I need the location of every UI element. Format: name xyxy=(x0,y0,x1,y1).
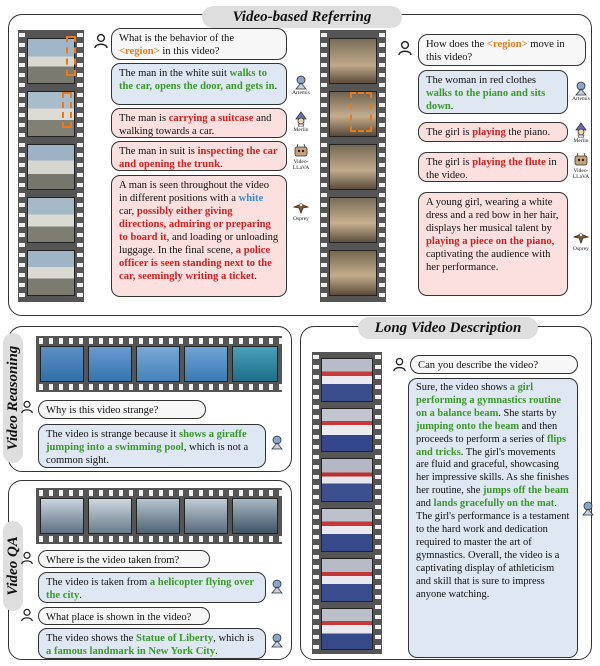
region-box xyxy=(62,92,72,128)
left-question-bubble: What is the behavior of the <region> in … xyxy=(111,28,287,60)
qa-title: Video QA xyxy=(3,521,23,611)
osprey-bird-icon: Osprey xyxy=(568,230,594,252)
user-icon xyxy=(21,551,33,565)
region-box xyxy=(350,92,372,132)
merlin-avatar-icon: Merlin xyxy=(568,122,594,144)
reasoning-title: Video Reasoning xyxy=(3,333,23,463)
long-description-title: Long Video Description xyxy=(358,317,538,339)
user-icon xyxy=(94,33,108,49)
right-merlin-answer: The girl is playing the piano. xyxy=(418,122,568,142)
long-film-strip xyxy=(312,352,382,654)
left-film-strip xyxy=(18,30,84,302)
left-videollava-answer: The man in suit is inspecting the car an… xyxy=(111,141,287,171)
referring-title: Video-based Referring xyxy=(202,6,402,28)
region-box xyxy=(66,36,76,76)
right-artemis-answer: The woman in red clothes walks to the pi… xyxy=(418,70,568,114)
artemis-avatar-icon xyxy=(267,632,287,648)
artemis-avatar-icon: Artemis xyxy=(568,80,594,102)
reasoning-answer-bubble: The video is strange because it shows a … xyxy=(38,424,266,468)
artemis-avatar-icon xyxy=(578,500,598,516)
qa-film-strip xyxy=(36,488,282,544)
long-answer-bubble: Sure, the video shows a girl performing … xyxy=(408,378,578,658)
osprey-bird-icon: Osprey xyxy=(288,200,314,222)
left-osprey-answer: A man is seen throughout the video in di… xyxy=(111,175,287,297)
qa-answer-2: The video shows the Statue of Liberty, w… xyxy=(38,628,266,659)
right-videollava-answer: The girl is playing the flute in the vid… xyxy=(418,152,568,182)
right-question-bubble: How does the <region> move in this video… xyxy=(418,34,586,66)
artemis-avatar-icon xyxy=(267,434,287,450)
user-icon xyxy=(393,357,406,372)
user-icon xyxy=(21,608,33,622)
right-film-strip xyxy=(320,30,386,302)
videollava-avatar-icon: Video-LLaVA xyxy=(288,143,314,171)
left-artemis-answer: The man in the white suit walks to the c… xyxy=(111,63,287,105)
merlin-avatar-icon: Merlin xyxy=(288,111,314,133)
user-icon xyxy=(21,400,33,414)
artemis-avatar-icon xyxy=(267,578,287,594)
left-merlin-answer: The man is carrying a suitcase and walki… xyxy=(111,108,287,138)
reasoning-question-bubble: Why is this video strange? xyxy=(38,400,206,419)
artemis-avatar-icon: Artemis xyxy=(288,74,314,96)
qa-question-2: What place is shown in the video? xyxy=(38,607,210,625)
reasoning-film-strip xyxy=(36,336,282,392)
qa-question-1: Where is the video taken from? xyxy=(38,550,210,568)
long-question-bubble: Can you describe the video? xyxy=(410,355,578,374)
qa-answer-1: The video is taken from a helicopter fly… xyxy=(38,572,266,603)
user-icon xyxy=(398,40,412,56)
videollava-avatar-icon: Video-LLaVA xyxy=(568,152,594,180)
right-osprey-answer: A young girl, wearing a white dress and … xyxy=(418,192,568,296)
